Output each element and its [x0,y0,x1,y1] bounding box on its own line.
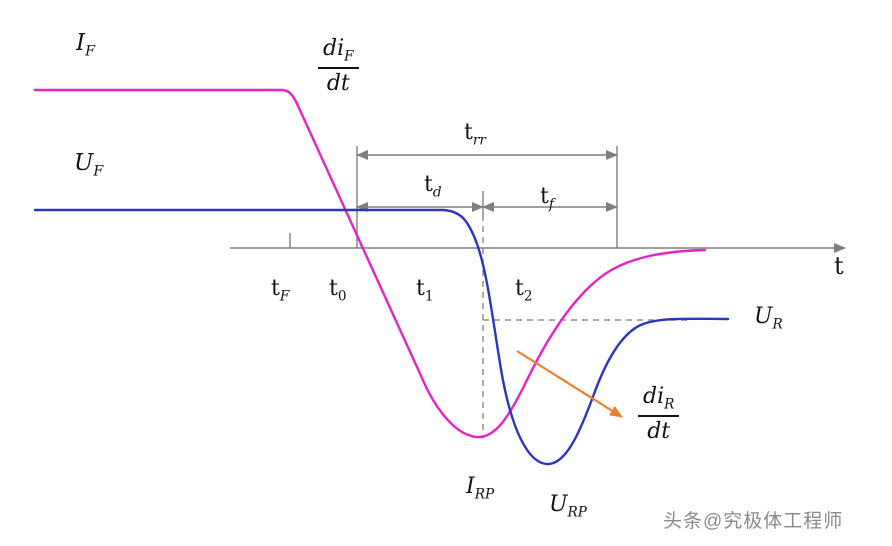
label-dir-dt: diR dt [638,384,680,444]
watermark-text: 头条@究极体工程师 [663,511,844,532]
label-tf-interval: tf [540,184,554,213]
label-t2: t2 [515,276,533,305]
label-ur: UR [754,304,783,333]
label-time-axis: t [834,252,844,280]
label-forward-current: IF [76,30,95,60]
label-t1: t1 [416,276,434,305]
voltage-curve [33,208,730,466]
label-irp: IRP [466,474,495,503]
label-t-F: tF [271,276,290,305]
current-curve [33,88,707,439]
label-t0: t0 [329,276,347,305]
label-td: td [424,172,442,201]
dir-dt-arrow [516,350,623,418]
label-trr: trr [464,120,486,149]
label-urp: URP [549,492,587,521]
label-dif-dt: diF dt [318,36,359,96]
label-forward-voltage: UF [74,150,104,180]
